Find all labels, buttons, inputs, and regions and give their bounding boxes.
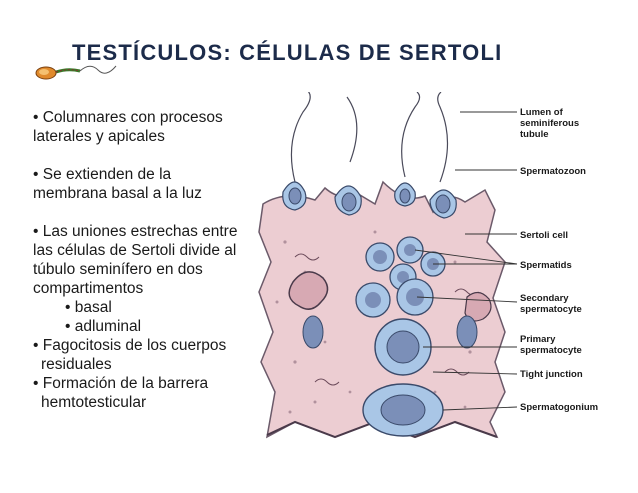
bullet-text: laterales y apicales bbox=[33, 128, 165, 145]
bullet-text: • Columnares con procesos bbox=[33, 109, 223, 126]
bullet-text: • Fagocitosis de los cuerpos bbox=[33, 337, 227, 354]
bullet-text: compartimentos bbox=[33, 280, 144, 297]
bullet-text: • Las uniones estrechas entre bbox=[33, 223, 238, 240]
label-primary-2: spermatocyte bbox=[520, 345, 582, 356]
label-lumen-3: tubule bbox=[520, 129, 549, 140]
residual-body bbox=[288, 271, 329, 310]
svg-text:tubule: tubule bbox=[520, 129, 549, 140]
label-tight-junction: Tight junction bbox=[520, 369, 583, 380]
svg-text:seminiferous: seminiferous bbox=[520, 118, 579, 129]
bullet-text: • Se extienden de la bbox=[33, 166, 172, 183]
sertoli-cell-diagram: Lumen of seminiferous tubule Spermatozoo… bbox=[258, 92, 598, 439]
label-secondary-1: Secondary bbox=[520, 293, 569, 304]
label-spermatozoon: Spermatozoon bbox=[520, 166, 586, 177]
sub-bullet-basal: • basal bbox=[65, 299, 112, 316]
bullet-text: túbulo seminífero en dos bbox=[33, 261, 203, 278]
label-spermatogonium: Spermatogonium bbox=[520, 402, 598, 413]
label-sertoli-cell: Sertoli cell bbox=[520, 230, 568, 241]
bullet-text: • Formación de la barrera bbox=[33, 375, 209, 392]
bullet-text: membrana basal a la luz bbox=[33, 185, 202, 202]
bullet-text: hemtotesticular bbox=[41, 394, 147, 411]
sertoli-nucleus bbox=[456, 315, 478, 349]
bullet-list: • Columnares con procesos laterales y ap… bbox=[33, 108, 268, 412]
label-lumen-1: Lumen of bbox=[520, 107, 564, 118]
label-lumen-2: seminiferous bbox=[520, 118, 579, 129]
sertoli-nucleus bbox=[302, 315, 324, 349]
sperm-illustration-icon bbox=[35, 65, 117, 80]
bullet-text: residuales bbox=[41, 356, 112, 373]
bullet-text: las células de Sertoli divide al bbox=[33, 242, 237, 259]
label-primary-1: Primary bbox=[520, 334, 556, 345]
svg-text:Lumen of: Lumen of bbox=[520, 107, 564, 118]
label-spermatids: Spermatids bbox=[520, 260, 572, 271]
slide-title: TESTÍCULOS: CÉLULAS DE SERTOLI bbox=[72, 40, 503, 65]
sub-bullet-adluminal: • adluminal bbox=[65, 318, 142, 335]
label-secondary-2: spermatocyte bbox=[520, 304, 582, 315]
